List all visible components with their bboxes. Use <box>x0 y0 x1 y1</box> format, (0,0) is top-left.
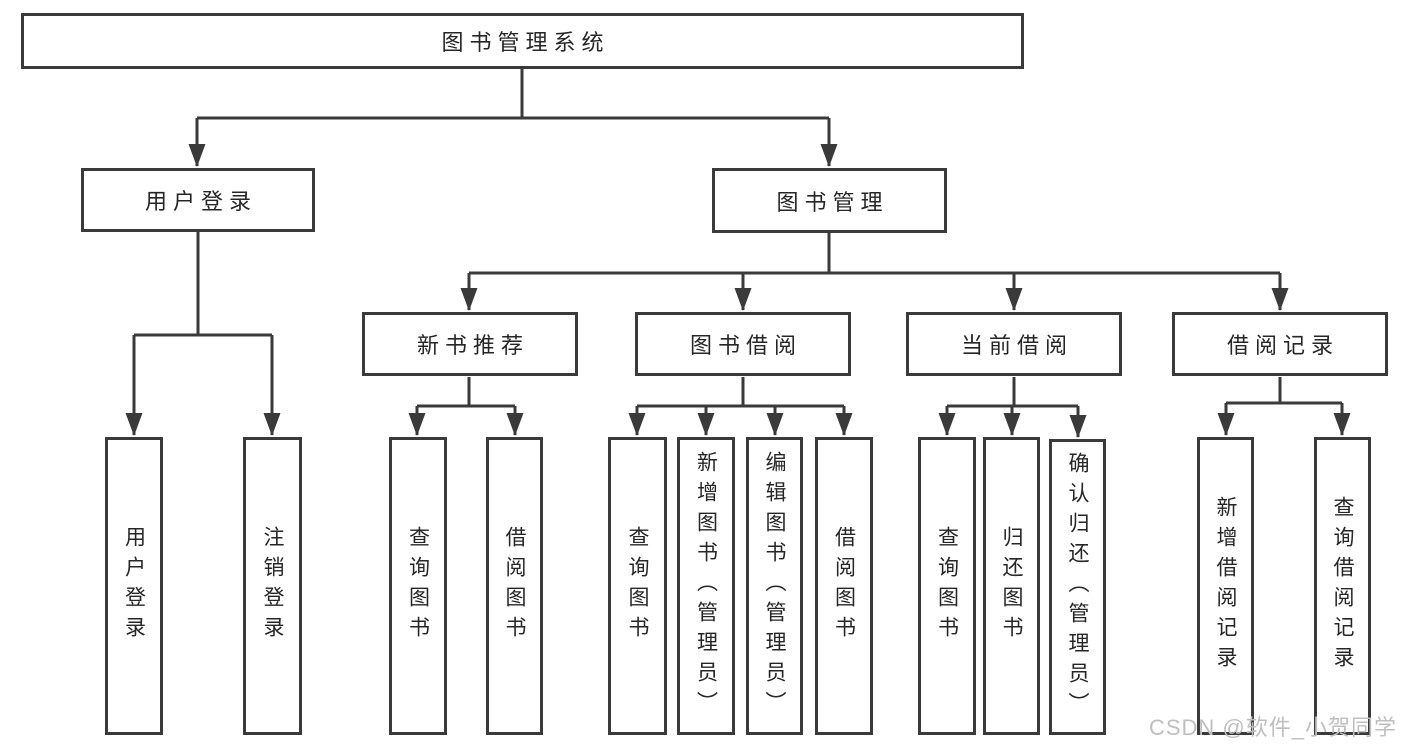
leaf-return-books-label: 归还图书 <box>1000 526 1023 646</box>
node-book-borrowing: 图书借阅 <box>635 312 851 376</box>
leaf-borrow-books-1: 借阅图书 <box>486 437 543 735</box>
leaf-borrow-books-2: 借阅图书 <box>815 437 873 735</box>
leaf-logout: 注销登录 <box>243 437 302 735</box>
leaf-edit-books-admin-label: 编辑图书（管理员） <box>763 451 786 721</box>
leaf-query-books-1-label: 查询图书 <box>406 526 430 646</box>
leaf-query-books-1: 查询图书 <box>389 437 447 735</box>
leaf-query-borrow-record-label: 查询借阅记录 <box>1331 496 1354 676</box>
leaf-edit-books-admin: 编辑图书（管理员） <box>746 437 803 735</box>
leaf-add-borrow-record-label: 新增借阅记录 <box>1214 496 1237 676</box>
leaf-user-login-label: 用户登录 <box>122 526 146 646</box>
leaf-confirm-return-admin-label: 确认归还（管理员） <box>1066 452 1089 722</box>
leaf-add-borrow-record: 新增借阅记录 <box>1197 437 1254 735</box>
node-borrowing-records: 借阅记录 <box>1172 312 1388 376</box>
leaf-add-books-admin-label: 新增图书（管理员） <box>694 451 718 721</box>
leaf-return-books: 归还图书 <box>983 437 1040 735</box>
node-current-borrowing: 当前借阅 <box>906 312 1122 376</box>
leaf-query-books-3: 查询图书 <box>918 437 976 735</box>
leaf-query-books-3-label: 查询图书 <box>935 526 959 646</box>
leaf-borrow-books-2-label: 借阅图书 <box>832 526 856 646</box>
watermark: CSDN @软件_小贺同学 <box>1148 715 1397 740</box>
leaf-user-login: 用户登录 <box>105 437 163 735</box>
leaf-add-books-admin: 新增图书（管理员） <box>677 437 735 735</box>
leaf-logout-label: 注销登录 <box>261 526 284 646</box>
leaf-query-books-2: 查询图书 <box>608 437 667 735</box>
node-book-management: 图书管理 <box>712 168 947 233</box>
node-user-login: 用户登录 <box>81 168 315 232</box>
leaf-query-books-2-label: 查询图书 <box>626 526 649 646</box>
leaf-confirm-return-admin: 确认归还（管理员） <box>1049 439 1106 735</box>
leaf-query-borrow-record: 查询借阅记录 <box>1314 437 1371 735</box>
leaf-borrow-books-1-label: 借阅图书 <box>503 526 526 646</box>
node-new-book-recommend: 新书推荐 <box>362 312 578 376</box>
node-library-system: 图书管理系统 <box>21 13 1024 69</box>
